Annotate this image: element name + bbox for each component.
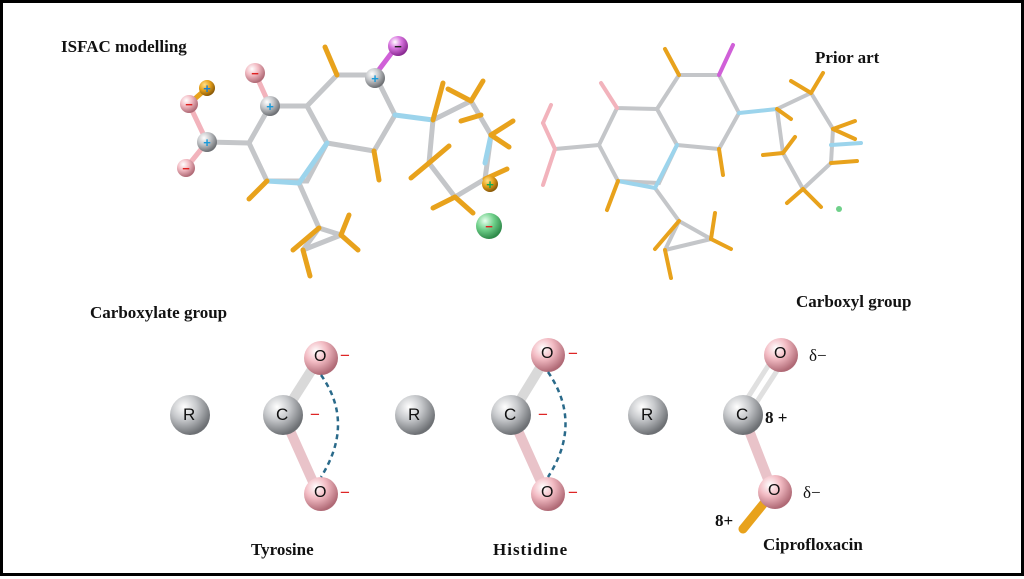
r-atom-label: R [183,405,196,424]
charge-label: − [340,346,350,365]
caption-tyrosine: Tyrosine [251,540,314,559]
ion-charge-marker: + [371,71,379,86]
isfac-title: ISFAC modelling [61,37,187,56]
ion-charge-marker: − [485,219,493,234]
prior-art-molecule [541,43,863,280]
carboxylate-group-label: Carboxylate group [90,303,228,322]
o-atom-label: O [768,482,781,499]
o-atom-label: O [314,348,327,365]
isfac-molecule [177,36,516,279]
o-atom-label: O [774,345,787,362]
prior-art-title: Prior art [815,48,880,67]
c-atom-label: C [736,405,749,424]
partial-charge-label: 8 + [765,408,788,427]
ion-charge-marker: + [203,135,211,150]
caption-ciprofloxacin: Ciprofloxacin [763,535,863,554]
o-atom-label: O [314,484,327,501]
ion-charge-marker: + [266,99,274,114]
o-atom-label: O [541,345,554,362]
diagram-tyrosine [170,341,340,511]
charge-label: − [310,405,320,424]
c-atom-label: C [504,405,517,424]
r-atom-label: R [408,405,421,424]
ion-charge-marker: − [182,161,190,176]
ion-charge-marker: − [251,66,259,81]
ion-charge-marker: − [394,39,402,54]
partial-charge-label: 8+ [715,511,734,530]
caption-histidine: Histidine [493,540,569,559]
diagram-ciprofloxacin [628,338,798,534]
partial-charge-label: δ− [803,483,821,502]
diagram-histidine [395,338,567,511]
charge-label: − [538,405,548,424]
charge-label: − [568,344,578,363]
c-atom-label: C [276,405,289,424]
o-atom-label: O [541,484,554,501]
charge-label: − [568,483,578,502]
ion-charge-marker: + [203,81,211,96]
r-atom-label: R [641,405,654,424]
figure-canvas: − − − + + + + − + − [170,36,863,534]
partial-charge-label: δ− [809,346,827,365]
carboxyl-group-label: Carboxyl group [796,292,912,311]
charge-label: − [340,483,350,502]
ion-charge-marker: + [486,177,494,192]
ion-charge-marker: − [185,97,193,112]
